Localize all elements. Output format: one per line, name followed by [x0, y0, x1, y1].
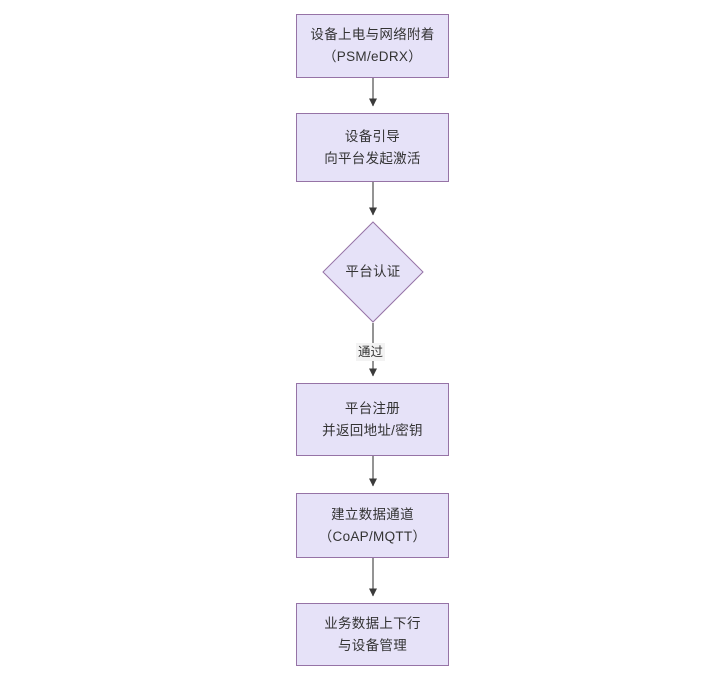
diamond-shape [322, 221, 424, 323]
node-line-1: 平台认证 [345, 264, 401, 279]
node-line-2: （CoAP/MQTT） [318, 528, 427, 544]
node-device-power-on[interactable]: 设备上电与网络附着 （PSM/eDRX） [296, 14, 449, 78]
node-platform-register[interactable]: 平台注册 并返回地址/密钥 [296, 383, 449, 456]
node-line-1: 设备引导 [344, 128, 401, 144]
node-line-1: 业务数据上下行 [324, 615, 421, 631]
node-data-channel[interactable]: 建立数据通道 （CoAP/MQTT） [296, 493, 449, 558]
node-line-2: （PSM/eDRX） [322, 49, 423, 64]
node-line-2: 向平台发起激活 [324, 150, 421, 166]
node-line-1: 设备上电与网络附着 [310, 27, 435, 42]
node-platform-auth[interactable]: 平台认证 [322, 221, 424, 323]
edge-label-pass: 通过 [356, 343, 386, 361]
node-line-2: 并返回地址/密钥 [322, 422, 423, 438]
node-device-bootstrap[interactable]: 设备引导 向平台发起激活 [296, 113, 449, 182]
node-business-data[interactable]: 业务数据上下行 与设备管理 [296, 603, 449, 666]
node-line-2: 与设备管理 [338, 637, 407, 653]
node-line-1: 平台注册 [344, 400, 401, 416]
node-line-1: 建立数据通道 [331, 506, 414, 522]
